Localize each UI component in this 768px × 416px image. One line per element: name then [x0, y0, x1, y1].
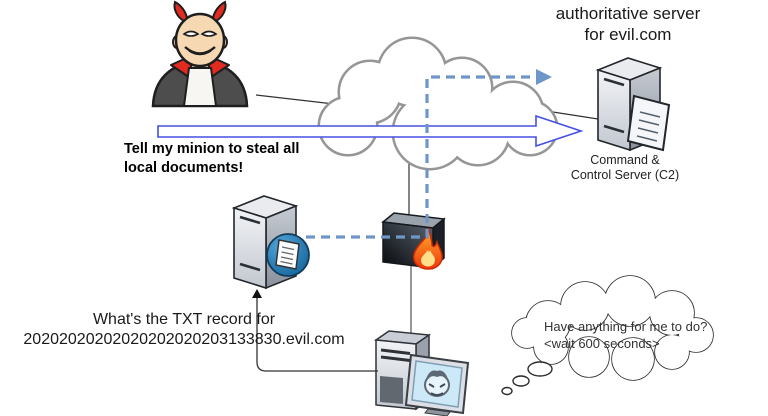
- thought-bubble-text: Have anything for me to do? <wait 600 se…: [544, 319, 714, 352]
- server-with-dns-record-badge-icon: [231, 195, 310, 290]
- document-icon: [626, 94, 671, 152]
- firewall-with-fire-icon: [381, 212, 446, 270]
- thought-line2: <wait 600 seconds>: [544, 335, 660, 351]
- host-to-resolver-arrow: [252, 289, 378, 372]
- attacker-command-line2: local documents!: [124, 160, 244, 176]
- auth-server-title-line1: authoritative server: [555, 4, 701, 23]
- c2-caption-line2: Control Server (C2): [570, 168, 680, 182]
- attacker-cloud-line: [255, 94, 335, 105]
- dns-query-line2: 20202020202020202020203133830.evil.com: [23, 330, 345, 348]
- server-with-document-icon: [595, 57, 671, 152]
- dns-query-line1: What's the TXT record for: [92, 311, 276, 328]
- dns-tunnel-arrowhead: [536, 69, 552, 85]
- c2-caption-line1: Command &: [590, 153, 660, 167]
- command-flow-arrow: [157, 114, 584, 148]
- fire-icon: [413, 227, 443, 270]
- cloud-icon: [317, 36, 559, 171]
- thought-bubble: [501, 275, 714, 396]
- dns-tunnel-dashed-arrow: [306, 75, 535, 239]
- attacker-command-line1: Tell my minion to steal all: [124, 141, 300, 157]
- thought-line1: Have anything for me to do?: [544, 319, 708, 334]
- dns-query-text: What's the TXT record for 20202020202020…: [0, 310, 368, 349]
- attacker-command-text: Tell my minion to steal all local docume…: [124, 140, 299, 178]
- auth-server-title: authoritative server for evil.com: [498, 3, 758, 45]
- devil-attacker-icon: [151, 0, 249, 108]
- dns-record-badge-icon: [266, 233, 310, 277]
- computer-with-villain-screen-icon: [373, 330, 470, 416]
- auth-server-title-line2: for evil.com: [584, 25, 672, 44]
- villain-screen-icon: [404, 353, 470, 416]
- c2-server-caption: Command & Control Server (C2): [555, 153, 695, 183]
